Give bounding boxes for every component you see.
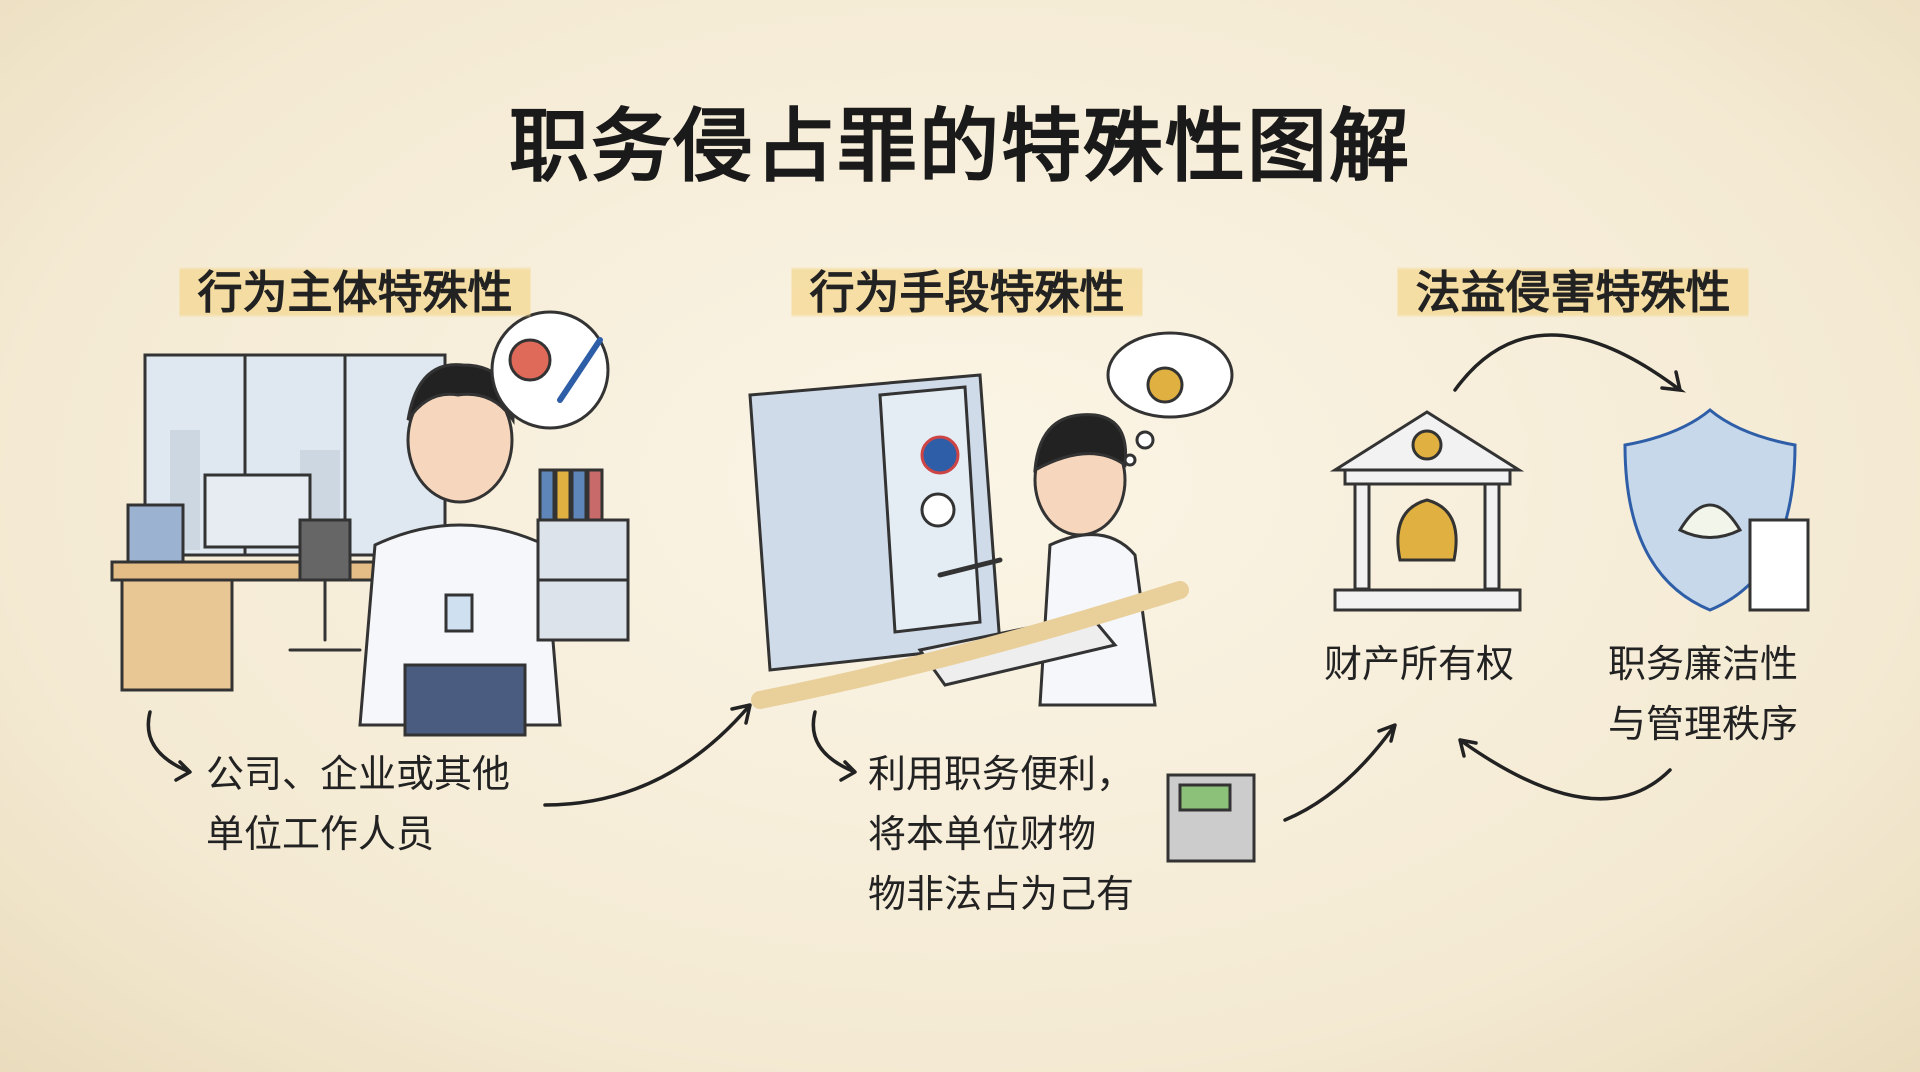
heading-means: 行为手段特殊性 <box>791 252 1143 325</box>
arrow-icon <box>543 703 752 807</box>
employee-person-illustration <box>358 310 610 737</box>
page-title: 职务侵占罪的特殊性图解 <box>509 100 1411 193</box>
heading-legal-interest: 法益侵害特殊性 <box>1397 252 1749 325</box>
caption-line: 公司、企业或其他 <box>206 752 511 796</box>
caption-line: 单位工作人员 <box>206 812 435 856</box>
desk-illustration <box>110 473 379 692</box>
heading-subject: 行为主体特殊性 <box>179 252 531 325</box>
employee-at-safe-illustration <box>751 331 1256 863</box>
label-property-ownership: 财产所有权 <box>1324 642 1515 686</box>
shield-lotus-icon <box>1623 408 1810 612</box>
arrow-icon <box>1453 333 1687 393</box>
caption-line: 利用职务便利， <box>868 752 1135 796</box>
caption-line: 将本单位财物 <box>868 812 1097 856</box>
caption-means: 利用职务便利， 将本单位财物 物非法占为己有 <box>868 744 1134 924</box>
filing-cabinet-illustration <box>536 468 630 642</box>
bank-building-icon <box>1329 410 1525 612</box>
flow-arrows <box>146 333 1687 822</box>
arrow-icon <box>811 710 857 782</box>
label-integrity-order: 职务廉洁性 与管理秩序 <box>1608 634 1798 754</box>
safe-illustration <box>748 373 1003 672</box>
caption-line: 职务廉洁性 <box>1608 642 1799 686</box>
caption-subject: 公司、企业或其他 单位工作人员 <box>206 744 510 864</box>
arrow-icon <box>1458 738 1672 801</box>
caption-line: 物非法占为己有 <box>868 872 1135 916</box>
arrow-icon <box>1283 723 1397 822</box>
arrow-icon <box>146 710 192 782</box>
caption-line: 与管理秩序 <box>1608 702 1799 746</box>
